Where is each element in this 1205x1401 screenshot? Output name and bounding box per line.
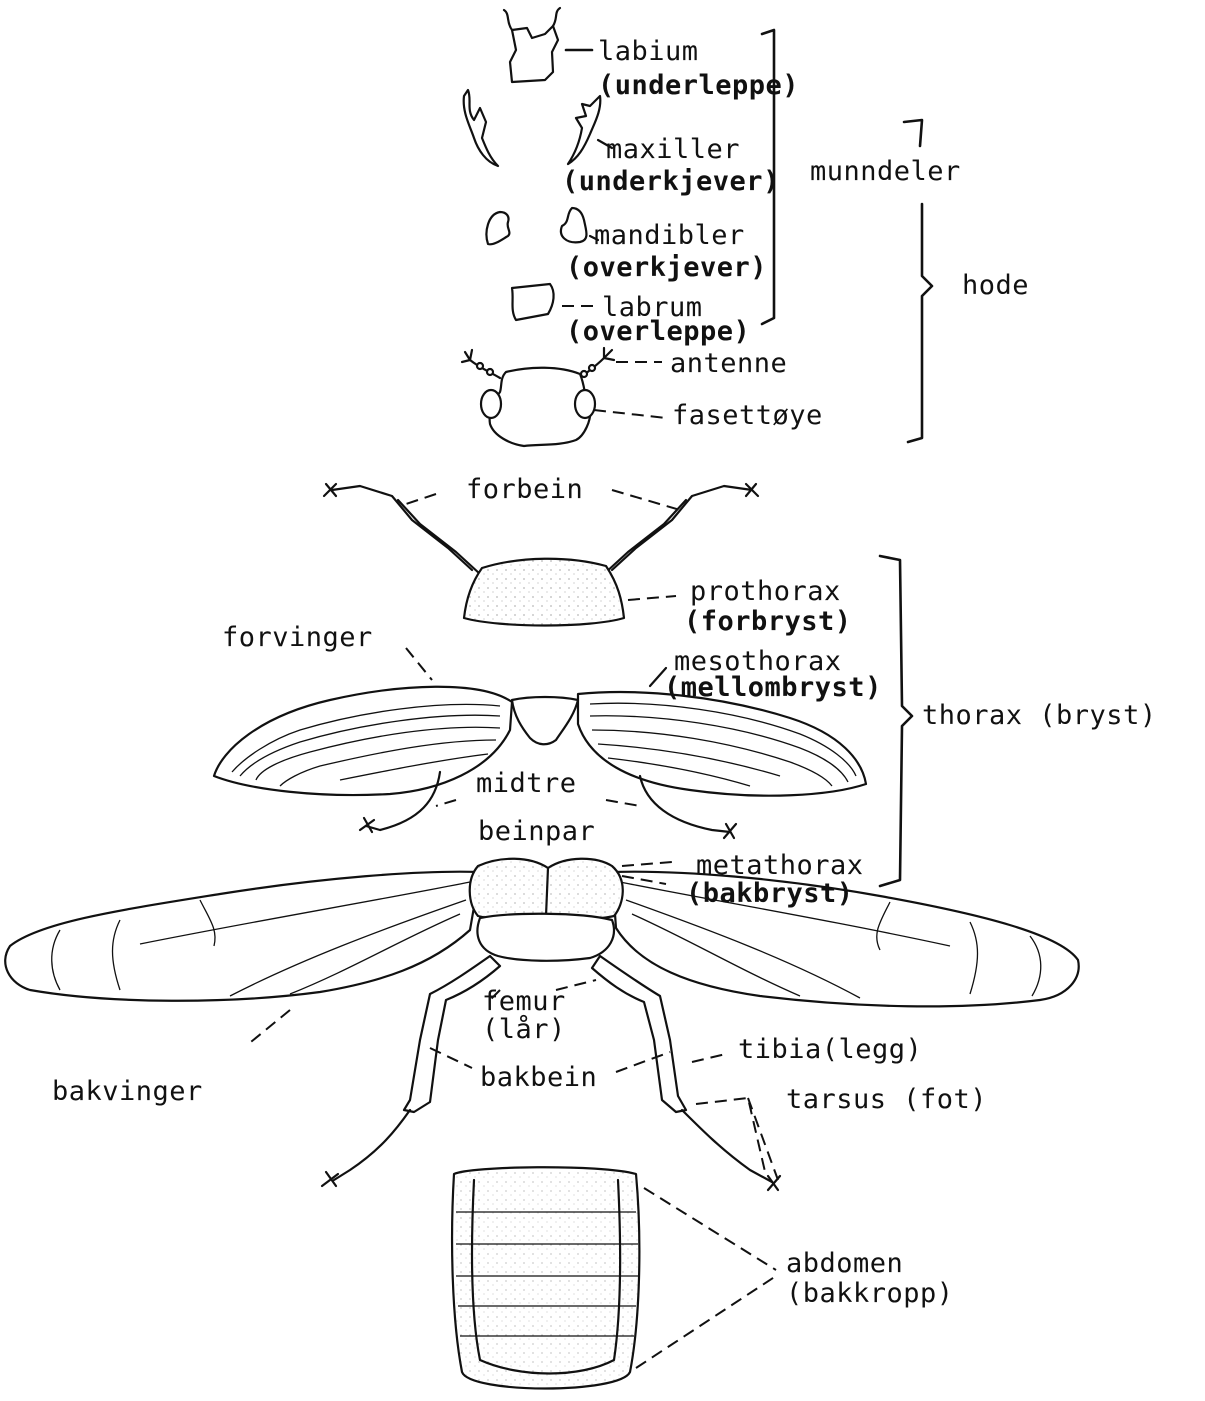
label-forbein: forbein: [466, 476, 583, 503]
label-forbryst: (forbryst): [684, 608, 852, 635]
label-maxiller: maxiller: [606, 136, 740, 163]
label-overkjever: (overkjever): [566, 254, 767, 281]
label-bakvinger: bakvinger: [52, 1078, 203, 1105]
label-prothorax: prothorax: [690, 578, 841, 605]
labium-drawing: [504, 8, 560, 82]
abdomen-drawing: [452, 1167, 639, 1388]
label-tibia: tibia(legg): [738, 1036, 922, 1063]
metathorax-drawing: [470, 859, 623, 961]
mandible-right-drawing: [561, 208, 587, 242]
label-beinpar: beinpar: [478, 818, 595, 845]
label-lar: (lår): [482, 1016, 566, 1043]
label-antenne: antenne: [670, 350, 787, 377]
label-fasettoye: fasettøye: [672, 402, 823, 429]
mandible-left-drawing: [487, 212, 510, 244]
label-midtre: midtre: [476, 770, 577, 797]
maxilla-left-drawing: [464, 90, 498, 166]
label-bakkropp: (bakkropp): [786, 1280, 954, 1307]
label-thorax: thorax (bryst): [922, 702, 1157, 729]
label-forvinger: forvinger: [222, 624, 373, 651]
label-underleppe: (underleppe): [598, 72, 799, 99]
label-overleppe: (overleppe): [566, 318, 750, 345]
label-munndeler: munndeler: [810, 158, 961, 185]
label-mellombryst: (mellombryst): [664, 674, 882, 701]
label-femur: femur: [482, 988, 566, 1015]
label-mandibler: mandibler: [594, 222, 745, 249]
label-bakbein: bakbein: [480, 1064, 597, 1091]
head-drawing: [462, 348, 614, 446]
label-metathorax: metathorax: [696, 852, 864, 879]
maxilla-right-drawing: [568, 96, 600, 164]
label-abdomen: abdomen: [786, 1250, 903, 1277]
label-hode: hode: [962, 272, 1029, 299]
label-mesothorax: mesothorax: [674, 648, 842, 675]
label-labium: labium: [598, 38, 699, 65]
label-underkjever: (underkjever): [562, 168, 780, 195]
label-tarsus: tarsus (fot): [786, 1086, 987, 1113]
labrum-drawing: [512, 284, 554, 320]
prothorax-drawing: [464, 559, 624, 626]
label-bakbryst: (bakbryst): [686, 880, 854, 907]
